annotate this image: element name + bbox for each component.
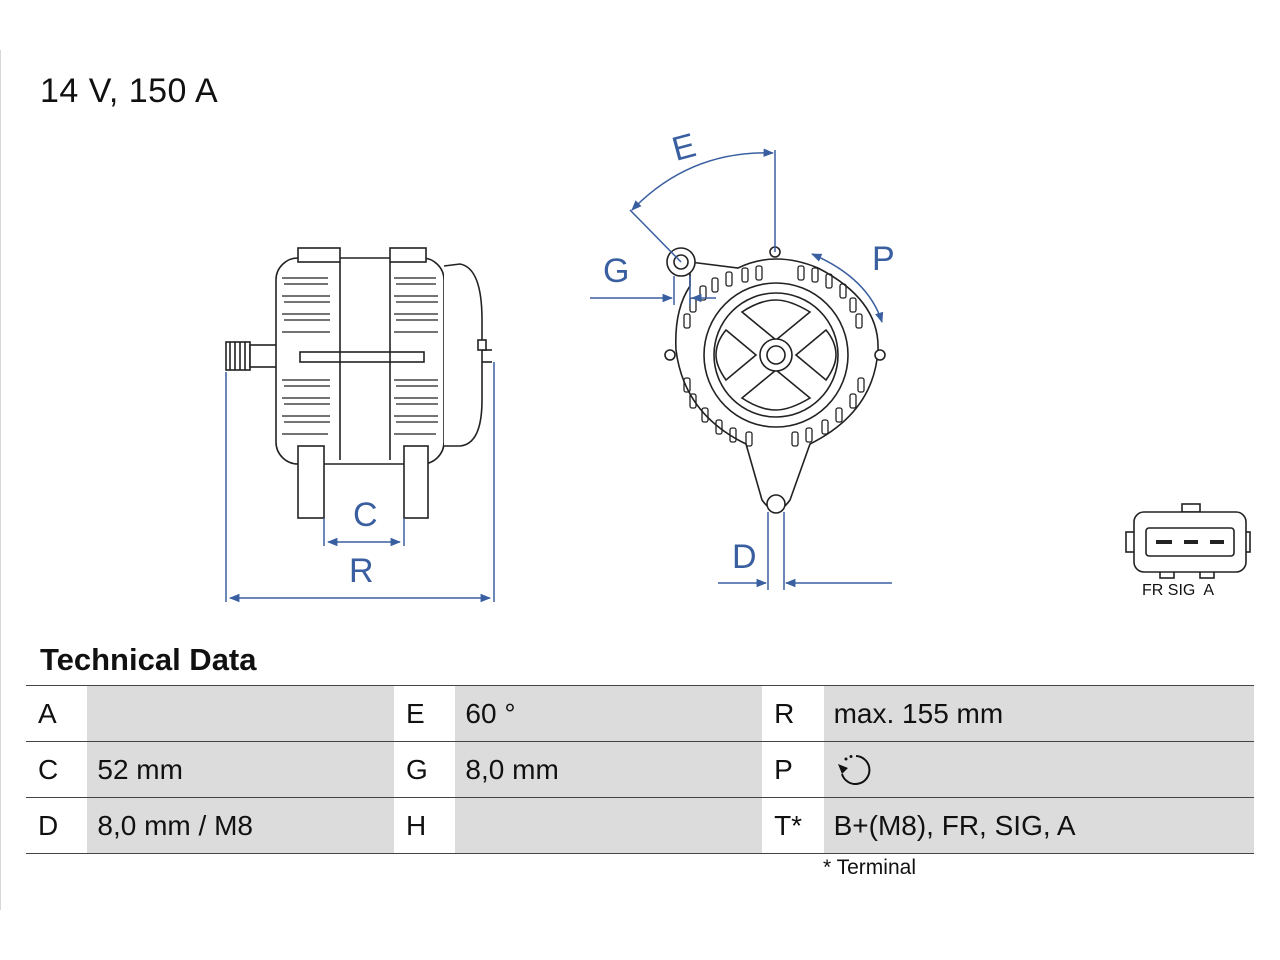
table-value: B+(M8), FR, SIG, A [823,797,1254,854]
table-key: T* [762,797,824,854]
table-value: max. 155 mm [823,685,1254,742]
table-row: C 52 mm G 8,0 mm P [26,741,1254,798]
table-key: P [762,741,824,798]
table-value: 8,0 mm / M8 [87,797,395,854]
table-value: 8,0 mm [455,741,763,798]
page-title: 14 V, 150 A [40,72,219,110]
dim-label-g: G [603,252,629,290]
table-key: R [762,685,824,742]
connector-pin-labels: FR SIG A [1142,582,1215,599]
table-value [455,797,763,854]
table-value-rotation [823,741,1254,798]
table-key: E [394,685,456,742]
table-value: 52 mm [87,741,395,798]
clockwise-rotation-icon [837,754,871,785]
dim-label-d: D [732,538,757,576]
alternator-drawing: C R [225,126,1251,603]
table-value [87,685,395,742]
table-key: D [26,797,88,854]
dim-label-p: P [872,240,895,278]
technical-data-table: A E 60 ° R max. 155 mm C 52 mm G 8,0 mm … [26,685,1254,854]
table-key: C [26,741,88,798]
table-row: D 8,0 mm / M8 H T* B+(M8), FR, SIG, A [26,797,1254,854]
dim-label-r: R [349,552,374,590]
page-border-line [0,50,1,910]
table-row: A E 60 ° R max. 155 mm [26,685,1254,742]
table-value: 60 ° [455,685,763,742]
front-view [664,246,886,514]
table-key: A [26,685,88,742]
table-key: H [394,797,456,854]
side-view [225,247,492,519]
dim-label-c: C [353,496,378,534]
connector-plug-icon [1125,503,1251,579]
table-key: G [394,741,456,798]
dim-label-e: E [668,126,700,169]
technical-data-title: Technical Data [40,642,257,677]
footnote-terminal: * Terminal [823,856,916,879]
